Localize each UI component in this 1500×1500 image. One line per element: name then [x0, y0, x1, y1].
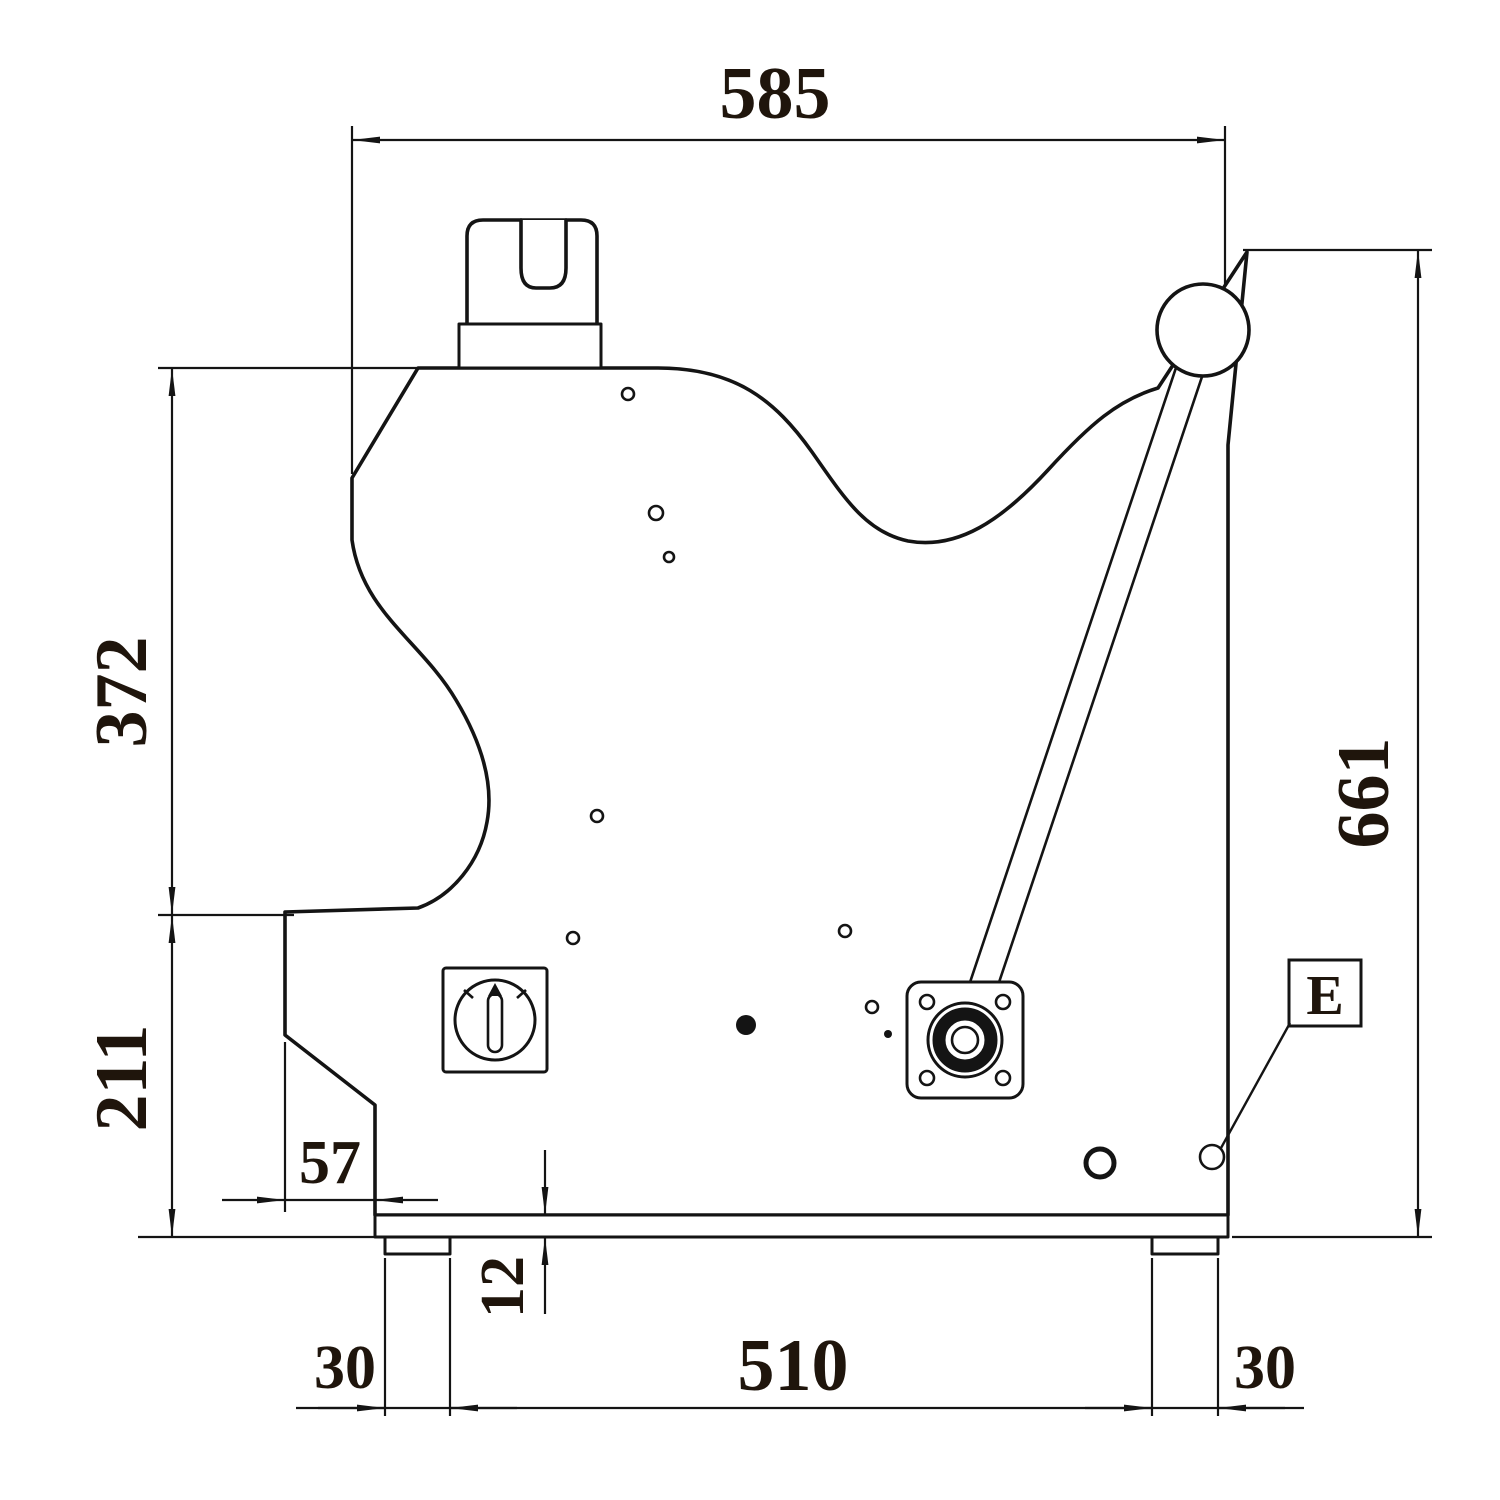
lever-edge-right: [976, 334, 1218, 1046]
callout-e: E: [1219, 958, 1363, 1149]
machine-geometry: [283, 218, 1251, 1256]
clevis-slot: [519, 218, 568, 290]
dim-label-left-foot: 30: [314, 1334, 376, 1402]
rotary-switch-dial: [453, 978, 537, 1062]
callout-target-hole: [1198, 1143, 1226, 1171]
lever-edge-left: [950, 325, 1192, 1037]
rotary-switch-tick-right: [516, 989, 527, 999]
dim-label-left-lower: 211: [81, 1025, 163, 1132]
machine-body-outline: [283, 250, 1249, 1217]
drill-hole: [589, 808, 605, 824]
lower-port-hole: [1083, 1146, 1117, 1180]
body-drill-holes: [565, 386, 892, 1038]
dim-label-plate-thickness: 12: [469, 1256, 537, 1318]
pivot-bolt-hole: [994, 1069, 1012, 1087]
lever-ball-knob: [1155, 282, 1251, 378]
pivot-outer-ring: [926, 1001, 1004, 1079]
dim-label-right-foot: 30: [1234, 1334, 1296, 1402]
pivot-bearing-ring: [932, 1007, 998, 1073]
right-foot-pad: [1150, 1235, 1220, 1256]
drill-hole: [565, 930, 581, 946]
drill-hole: [662, 550, 676, 564]
lever-pivot-plate: [905, 980, 1025, 1100]
pivot-bolt-hole: [918, 993, 936, 1011]
dim-label-left-upper: 372: [81, 637, 163, 748]
callout-e-leader-line: [1219, 1022, 1292, 1149]
clevis-base-block: [457, 322, 603, 370]
rotary-switch-pointer-icon: [488, 983, 502, 996]
dim-label-top-width: 585: [720, 53, 831, 135]
drill-hole: [647, 504, 665, 522]
dimension-labels: 585 661 372 211 57 12 30 510 30: [81, 53, 1405, 1407]
dim-label-feet-span: 510: [738, 1325, 849, 1407]
callout-e-label: E: [1306, 965, 1343, 1027]
base-plate: [373, 1213, 1230, 1239]
drill-hole-filled: [736, 1015, 756, 1035]
left-foot-pad: [383, 1235, 452, 1256]
dim-label-step-width: 57: [299, 1129, 361, 1197]
extension-lines: [138, 126, 1432, 1416]
rotary-switch-tick-left: [463, 989, 474, 999]
drill-hole-filled: [884, 1030, 892, 1038]
pivot-center-bore: [950, 1025, 980, 1055]
pivot-bolt-hole: [994, 993, 1012, 1011]
dim-label-right-height: 661: [1323, 738, 1405, 849]
pivot-bolt-hole: [918, 1069, 936, 1087]
drill-hole: [837, 923, 853, 939]
machine-base: [373, 1213, 1230, 1256]
rotary-switch-handle: [486, 992, 504, 1054]
dimension-lines: [168, 136, 1422, 1412]
callout-e-box: [1287, 958, 1363, 1028]
rotary-switch: [441, 966, 549, 1074]
drill-hole: [620, 386, 636, 402]
hand-lever-arm: [950, 325, 1218, 1046]
drill-hole: [864, 999, 880, 1015]
clevis-fork-bracket: [457, 218, 603, 370]
